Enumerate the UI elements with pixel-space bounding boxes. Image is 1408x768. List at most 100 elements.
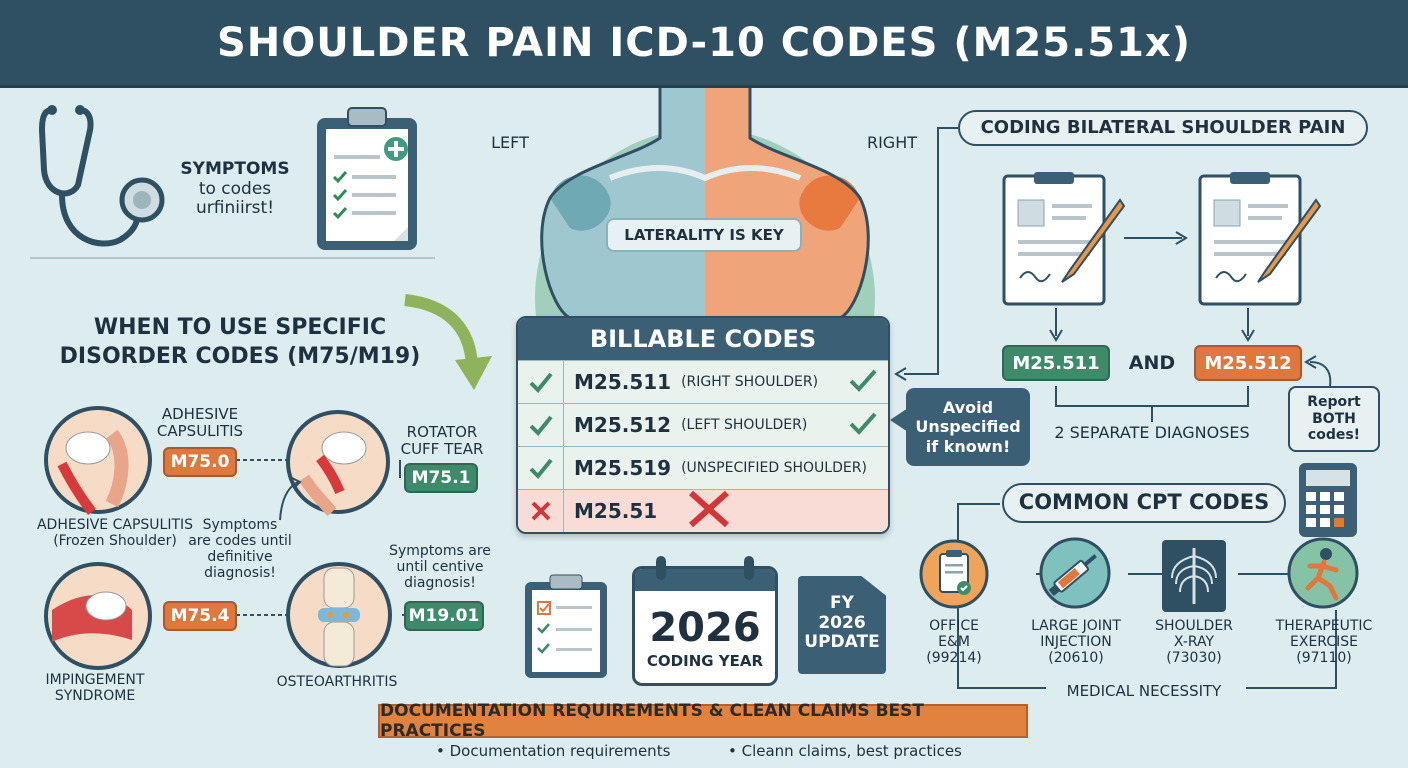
billable-codes-table: BILLABLE CODES M25.511 (RIGHT SHOULDER) … (516, 316, 890, 534)
cpt-item-office-l2: E&M (938, 634, 970, 651)
avoid-unspecified-note: Avoid Unspecified if known! (906, 388, 1030, 466)
cpt-item-exercise-l2: EXERCISE (1290, 634, 1358, 651)
avoid-note-l3: if known! (925, 436, 1011, 456)
avoid-note-l1: Avoid (942, 398, 994, 418)
cpt-heading: COMMON CPT CODES (1002, 483, 1286, 523)
check-icon (518, 361, 564, 403)
curved-arrow-icon (1304, 355, 1332, 387)
code-chip-m1901: M19.01 (404, 601, 484, 631)
disorder-caption-osteoarthritis: OSTEOARTHRITIS (276, 674, 398, 690)
symptoms-note-line1: SYMPTOMS (180, 159, 290, 179)
disorder-name-adhesive-bottom: CAPSULITIS (156, 422, 244, 441)
calendar-icon: 2026 CODING YEAR (632, 566, 778, 686)
disorder-name-adhesive-top: ADHESIVE (161, 405, 239, 423)
bilateral-code-right: M25.511 (1002, 345, 1110, 381)
cpt-item-injection-l1: LARGE JOINT (1031, 618, 1121, 634)
check-icon (848, 411, 878, 439)
cpt-item-injection: LARGE JOINT INJECTION (20610) (1014, 618, 1138, 666)
billable-code: M25.51 (574, 499, 658, 523)
disorder-name-rotator-top: ROTATOR (406, 423, 478, 441)
cross-icon (687, 489, 731, 532)
billable-desc: (LEFT SHOULDER) (681, 417, 808, 433)
report-note-l3: codes! (1307, 427, 1361, 444)
bilateral-heading: CODING BILATERAL SHOULDER PAIN (958, 110, 1368, 146)
page-title: SHOULDER PAIN ICD-10 CODES (M25.51x) (0, 0, 1408, 88)
and-label: AND (1128, 352, 1176, 374)
cpt-item-exercise-l3: (97110) (1296, 650, 1352, 667)
year-label: CODING YEAR (646, 652, 764, 670)
disorder-caption-adhesive-bottom: (Frozen Shoulder) (53, 533, 177, 550)
symptoms-note-line3: urfiniirst! (195, 198, 275, 219)
cpt-item-injection-l2: INJECTION (1040, 634, 1112, 651)
symptoms-note-line2: to codes (198, 178, 272, 199)
background-decor (30, 257, 435, 259)
arrow-right-icon (1124, 231, 1188, 245)
code-chip-m751: M75.1 (404, 463, 478, 493)
impingement-icon (44, 562, 152, 670)
specific-heading-line2: DISORDER CODES (M75/M19) (59, 343, 421, 369)
report-note-l1: Report (1307, 393, 1361, 410)
symptom-note-1-l4: diagnosis! (204, 565, 276, 582)
cpt-item-xray-l1: SHOULDER (1155, 618, 1233, 634)
billable-desc: (RIGHT SHOULDER) (681, 374, 819, 390)
symptom-note-2-l1: Symptoms are (389, 543, 491, 559)
billable-desc: (UNSPECIFIED SHOULDER) (681, 460, 867, 476)
cpt-item-xray: SHOULDER X-RAY (73030) (1144, 618, 1244, 666)
cpt-item-xray-l3: (73030) (1166, 650, 1222, 667)
disorder-caption-adhesive: ADHESIVE CAPSULITIS (Frozen Shoulder) (10, 517, 220, 549)
symptom-note-2-l3: diagnosis! (404, 575, 476, 592)
calendar-rings (656, 556, 754, 580)
disorder-caption-impingement-bottom: SYNDROME (54, 688, 136, 705)
symptom-note-1-l1: Symptoms (202, 517, 278, 533)
report-note-l2: BOTH (1312, 410, 1356, 427)
exercise-icon (1287, 537, 1359, 609)
billable-heading: BILLABLE CODES (518, 318, 888, 360)
avoid-note-l2: Unspecified (915, 417, 1021, 437)
billable-code: M25.511 (574, 370, 672, 394)
clipboard-icon (919, 539, 989, 609)
torso-illustration (535, 88, 875, 318)
document-icon (1198, 172, 1322, 306)
adhesive-capsulitis-icon (44, 406, 152, 516)
cpt-item-exercise-l1: THERAPEUTIC (1275, 618, 1373, 634)
disorder-name-rotator: ROTATOR CUFF TEAR (392, 423, 492, 459)
code-chip-m754: M75.4 (163, 601, 237, 631)
cpt-item-xray-l2: X-RAY (1173, 634, 1215, 651)
billable-row: M25.511 (RIGHT SHOULDER) (518, 360, 888, 403)
code-chip-m750: M75.0 (163, 447, 237, 477)
rotator-cuff-icon (286, 410, 390, 516)
syringe-icon (1039, 537, 1111, 609)
symptom-note-1-l3: definitive (207, 549, 273, 566)
symptom-note-2: Symptoms are until centive diagnosis! (384, 543, 496, 591)
cpt-item-office-l3: (99214) (926, 650, 982, 667)
arrow-icon (404, 294, 492, 390)
disorder-caption-adhesive-top: ADHESIVE CAPSULITIS (36, 517, 194, 533)
separate-diagnoses-label: 2 SEPARATE DIAGNOSES (1054, 423, 1250, 442)
osteoarthritis-icon (286, 562, 392, 668)
fy-l3: UPDATE (804, 632, 880, 653)
billable-row: M25.512 (LEFT SHOULDER) (518, 403, 888, 446)
billable-row: M25.519 (UNSPECIFIED SHOULDER) (518, 446, 888, 489)
clipboard-icon (317, 107, 417, 250)
disorder-name-rotator-bottom: CUFF TEAR (400, 440, 484, 459)
billable-code: M25.519 (574, 456, 672, 480)
connector-lines (236, 459, 408, 616)
torso-right-label: RIGHT (866, 133, 918, 152)
cpt-item-office-l1: OFFICE (929, 618, 979, 634)
specific-heading-line1: WHEN TO USE SPECIFIC (93, 315, 387, 340)
specific-codes-heading: WHEN TO USE SPECIFIC DISORDER CODES (M75… (40, 314, 440, 371)
check-icon (518, 447, 564, 489)
cpt-item-injection-l3: (20610) (1048, 650, 1104, 667)
torso-left-label: LEFT (491, 133, 529, 152)
stethoscope-icon (38, 105, 165, 247)
calculator-icon (1299, 463, 1357, 537)
footer-bullet-1: • Documentation requirements (436, 742, 671, 760)
symptoms-note: SYMPTOMS to codes urfiniirst! (170, 159, 300, 219)
checklist-icon (525, 574, 607, 678)
check-icon (518, 404, 564, 446)
symptom-note-2-l2: until centive (396, 559, 484, 576)
xray-icon (1162, 540, 1226, 612)
billable-row: M25.51 (518, 489, 888, 532)
report-both-note: Report BOTH codes! (1288, 386, 1380, 452)
bilateral-code-left: M25.512 (1194, 345, 1302, 381)
